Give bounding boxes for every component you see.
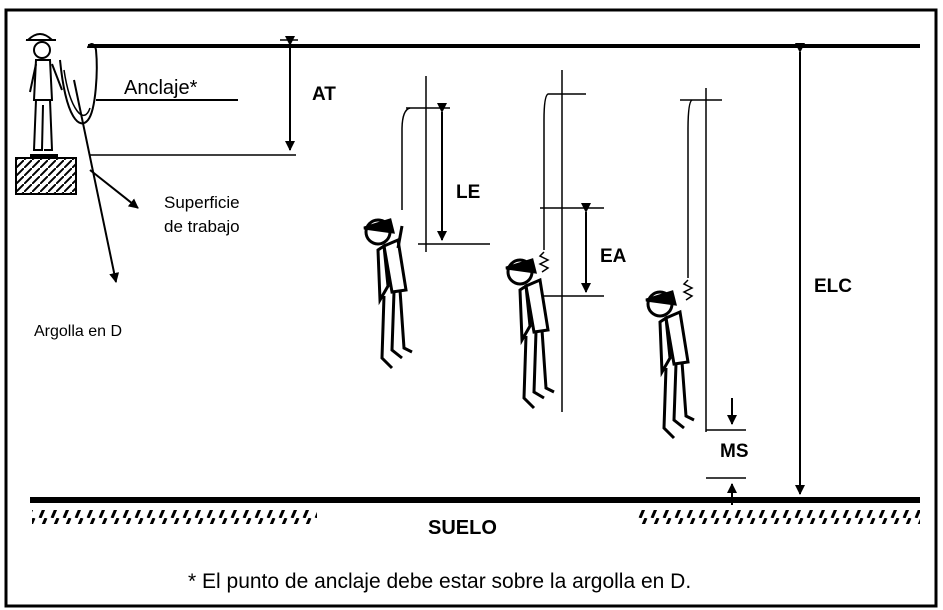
elc-label: ELC xyxy=(814,276,852,297)
lanyard-coil xyxy=(59,43,98,125)
d-ring-label: Argolla en D xyxy=(34,323,122,340)
ms-label: MS xyxy=(720,441,749,462)
ground-hatch-left xyxy=(32,510,317,524)
hanging-worker-2-icon xyxy=(505,258,555,410)
ground-label: SUELO xyxy=(428,517,497,539)
work-surface-pointer xyxy=(89,169,139,209)
hanging-worker-3-icon xyxy=(645,290,695,440)
diagram-frame xyxy=(4,8,938,608)
le-label: LE xyxy=(456,182,480,203)
ea-label: EA xyxy=(600,246,627,267)
footnote: * El punto de anclaje debe estar sobre l… xyxy=(188,570,691,593)
work-surface-label-line1: Superficie xyxy=(164,193,240,212)
hanging-worker-1-icon xyxy=(363,218,413,370)
standing-worker-icon xyxy=(25,33,63,158)
anchorage-label: Anclaje* xyxy=(124,77,198,99)
at-label: AT xyxy=(312,84,336,105)
work-platform xyxy=(15,157,77,195)
ground-hatch-right xyxy=(636,510,920,524)
work-surface-label-line2: de trabajo xyxy=(164,217,240,236)
d-ring-pointer xyxy=(73,79,120,283)
